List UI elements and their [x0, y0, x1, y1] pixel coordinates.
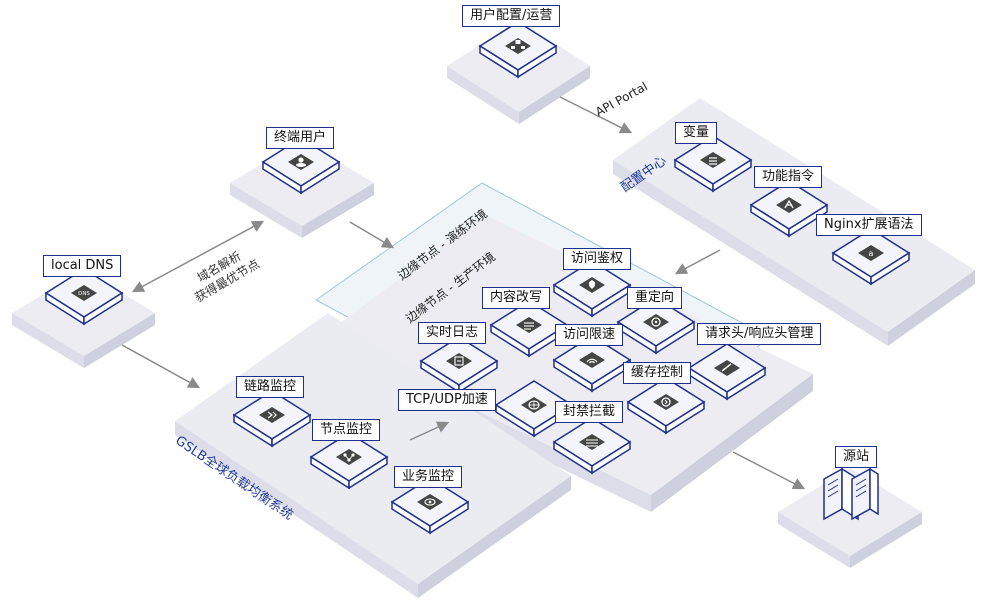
redirect-label: 重定向 [627, 287, 683, 309]
arrow-edge-to-origin [732, 451, 806, 490]
arrow-api-portal [559, 96, 633, 134]
arrow-gslb-to-edge [409, 421, 450, 441]
monitor-eye-icon [417, 494, 443, 510]
header-mgmt-cube [687, 343, 767, 401]
org-chart-icon [505, 38, 531, 54]
access-auth-label: 访问鉴权 [563, 248, 632, 270]
tcp-udp-label: TCP/UDP加速 [398, 389, 496, 411]
func-cmd-label: 功能指令 [754, 166, 823, 188]
link-monitor-cube [232, 390, 312, 448]
arrow-dns-to-gslb [121, 344, 201, 389]
biz-monitor-label: 业务监控 [394, 466, 463, 488]
globe-icon [521, 397, 547, 413]
redirect-cube [616, 297, 696, 355]
origin-label: 源站 [835, 446, 878, 468]
refresh-icon [653, 394, 679, 410]
end-user-cube [261, 137, 341, 195]
func-cmd-cube [749, 180, 829, 238]
access-auth-cube [552, 260, 632, 318]
network-nodes-icon [336, 449, 362, 465]
cache-ctrl-cube [626, 377, 706, 435]
server-icon [823, 467, 879, 521]
content-rewrite-label: 内容改写 [482, 287, 551, 309]
local-dns-cube: DNS [44, 268, 124, 326]
svg-text:a: a [869, 249, 874, 258]
redirect-icon [643, 314, 669, 330]
link-monitor-label: 链路监控 [236, 376, 305, 398]
firewall-icon [579, 434, 605, 450]
realtime-log-cube [419, 336, 499, 394]
arrow-enduser-to-edge [349, 221, 395, 249]
command-icon [776, 197, 802, 213]
cache-ctrl-label: 缓存控制 [623, 362, 692, 384]
arrow-dns-enduser [131, 220, 265, 293]
signal-icon [579, 352, 605, 368]
nginx-ext-cube: a [831, 228, 911, 286]
local-dns-label: local DNS [43, 255, 122, 277]
end-user-label: 终端用户 [266, 127, 335, 149]
ban-block-label: 封禁拦截 [555, 401, 624, 423]
realtime-log-label: 实时日志 [418, 322, 487, 344]
document-edit-icon [516, 317, 542, 333]
link-icon [259, 407, 285, 423]
log-icon [446, 353, 472, 369]
dns-icon: DNS [71, 285, 97, 301]
shield-icon [579, 277, 605, 293]
user-config-cube [478, 21, 558, 79]
header-mgmt-label: 请求头/响应头管理 [697, 323, 822, 345]
at-sign-icon: a [858, 245, 884, 261]
arrow-config-to-edge [674, 249, 721, 275]
header-edit-icon [714, 360, 740, 376]
variable-label: 变量 [675, 122, 718, 144]
user-icon [288, 154, 314, 170]
ban-block-cube [552, 417, 632, 475]
rate-limit-label: 访问限速 [555, 324, 624, 346]
nginx-ext-label: Nginx扩展语法 [816, 214, 922, 236]
node-monitor-cube [309, 432, 389, 490]
svg-text:DNS: DNS [78, 291, 90, 297]
node-monitor-label: 节点监控 [312, 419, 381, 441]
user-config-label: 用户配置/运营 [462, 5, 561, 27]
variable-icon [700, 152, 726, 168]
variable-cube [673, 135, 753, 193]
